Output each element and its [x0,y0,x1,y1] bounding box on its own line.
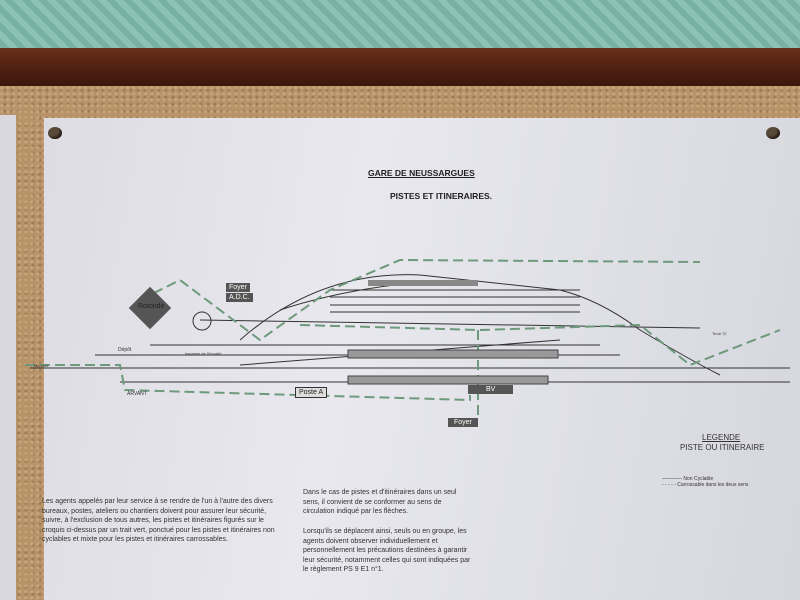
foyer-bottom-label: Foyer [448,418,478,427]
track-line [279,281,421,311]
adc-label: A.D.C. [226,293,253,302]
bv-label: BV [468,385,514,394]
tiroir-label: Tiroir 72 [712,331,727,336]
green-path [299,323,781,367]
platform [347,349,559,359]
legend-item-label: Carrossable dans les deux sens [677,482,749,488]
foyer-top-label: Foyer [226,283,250,292]
adjacent-paper [0,115,16,600]
legend-heading: LEGENDE [702,433,741,442]
station-map-sheet [44,118,800,600]
wooden-frame [0,48,800,88]
green-path [25,364,471,402]
track-line [199,319,701,329]
pin-icon [48,127,62,139]
document-title: GARE DE NEUSSARGUES [368,168,475,178]
legend-subheading: PISTE OU ITINERAIRE [680,443,765,452]
legend-item-label: Non Cyclable [683,476,714,482]
impasse-label: Impasse de Sécurité [185,351,222,356]
rotonde-label: Rotonde [138,303,165,310]
arvant-label: ARVANT [127,391,147,397]
legend-item: - - - - - Carrossable dans les deux sens [662,482,749,488]
paragraph-2: Dans le cas de pistes et d'itinéraires d… [303,489,457,515]
legend-item: ———— Non Cyclable [662,476,714,482]
paragraph-3: Lorsqu'ils se déplacent ainsi, seuls ou … [303,528,471,573]
document-subtitle: PISTES ET ITINERAIRES. [390,191,493,201]
track-line [239,274,721,376]
green-path [139,258,701,342]
pin-icon [766,127,780,139]
poste-a-label: Poste A [295,387,328,398]
platform [347,375,549,385]
millau-label: MILLAU [34,363,49,368]
rotonde-building [128,286,172,330]
turntable [192,311,212,331]
wall [0,0,800,55]
platform [368,280,478,286]
paragraph-1: Les agents appelés par leur service à se… [42,498,275,543]
depot-label: Dépôt [118,347,132,353]
